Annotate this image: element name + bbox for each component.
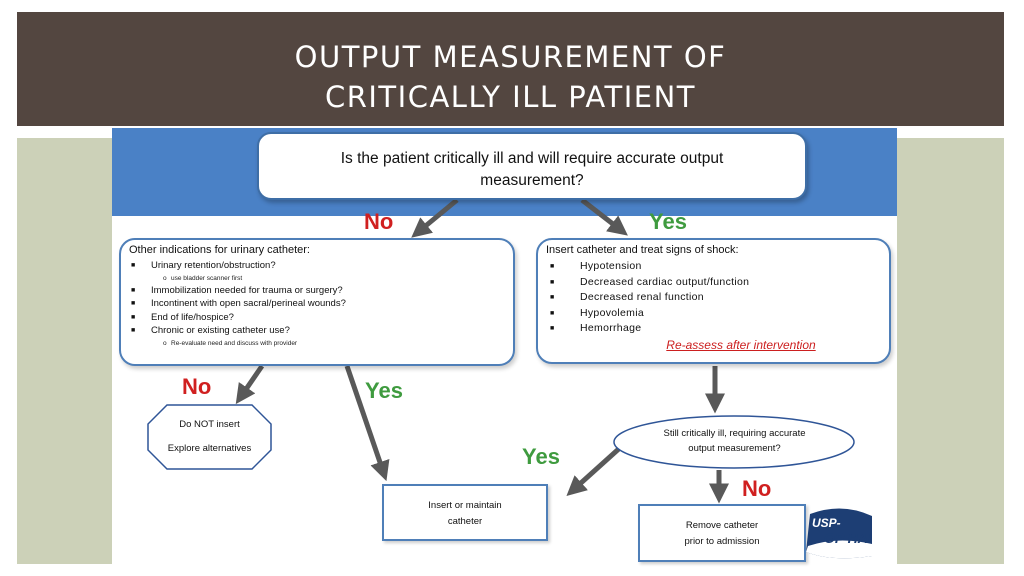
other-indication-subitem: Re-evaluate need and discuss with provid… [127,338,507,349]
label-no-1: No [364,209,394,234]
remove-line-2: prior to admission [684,536,760,547]
shock-sign-item: Hemorrhage [544,321,897,337]
question-line-2: measurement? [480,172,584,189]
flowchart: Is the patient critically ill and will r… [112,128,897,568]
slide-title: OUTPUT MEASUREMENT OF CRITICALLY ILL PAT… [17,37,1004,117]
shock-sign-item: Hypotension [544,259,897,275]
still-critically-ill-ellipse: Still critically ill, requiring accurate… [612,414,857,470]
logo-text-2: OP HAI [824,530,872,546]
still-line-2: output measurement? [688,443,781,454]
maintain-line-1: Insert or maintain [428,500,502,511]
other-indications-title: Other indications for urinary catheter: [129,244,310,256]
other-indication-item: Incontinent with open sacral/perineal wo… [127,297,507,311]
remove-line-1: Remove catheter [685,520,759,531]
other-indications-box: Other indications for urinary catheter: … [119,238,515,366]
label-yes-3: Yes [522,444,560,469]
other-indication-item: Immobilization needed for trauma or surg… [127,284,507,298]
arrow-other-no [235,364,265,405]
maintain-line-2: catheter [447,516,483,527]
shock-signs-list: HypotensionDecreased cardiac output/func… [544,259,897,337]
insert-maintain-box: Insert or maintain catheter [382,484,548,541]
still-line-1: Still critically ill, requiring accurate [663,428,806,439]
left-side-panel [17,138,112,564]
right-side-panel [897,138,1004,564]
label-no-3: No [742,476,772,501]
label-no-2: No [182,374,212,399]
other-indication-item: Chronic or existing catheter use? [127,324,507,338]
label-yes-1: Yes [649,209,687,234]
reassess-note: Re-assess after intervention [666,338,816,352]
arrow-question-yes [580,198,628,236]
arrow-still-yes [566,444,624,497]
connector-arrows [235,198,729,504]
label-yes-2: Yes [365,378,403,403]
shock-sign-item: Decreased renal function [544,290,897,306]
title-line-1: OUTPUT MEASUREMENT OF [294,40,727,74]
question-line-1: Is the patient critically ill and will r… [340,150,724,167]
other-indications-list: Urinary retention/obstruction?use bladde… [127,259,507,349]
title-bar: OUTPUT MEASUREMENT OF CRITICALLY ILL PAT… [17,12,1004,126]
remove-catheter-box: Remove catheter prior to admission [638,504,806,562]
do-not-insert-line-1: Do NOT insert [179,419,240,430]
shock-sign-item: Decreased cardiac output/function [544,275,897,291]
logo-text-1: USP- [812,516,841,530]
arrow-other-yes [344,365,390,482]
usp-op-hai-logo: USP- OP HAI [802,506,874,560]
other-indication-item: End of life/hospice? [127,311,507,325]
do-not-insert-line-2: Explore alternatives [167,443,252,454]
insert-catheter-title: Insert catheter and treat signs of shock… [546,244,739,256]
title-line-2: CRITICALLY ILL PATIENT [324,80,696,114]
other-indication-item: Urinary retention/obstruction? [127,259,507,273]
arrow-question-no [411,198,459,238]
question-box: Is the patient critically ill and will r… [257,132,807,200]
other-indication-subitem: use bladder scanner first [127,273,507,284]
shock-sign-item: Hypovolemia [544,306,897,322]
insert-catheter-box: Insert catheter and treat signs of shock… [536,238,891,364]
do-not-insert-octagon: Do NOT insert Explore alternatives [147,404,272,470]
